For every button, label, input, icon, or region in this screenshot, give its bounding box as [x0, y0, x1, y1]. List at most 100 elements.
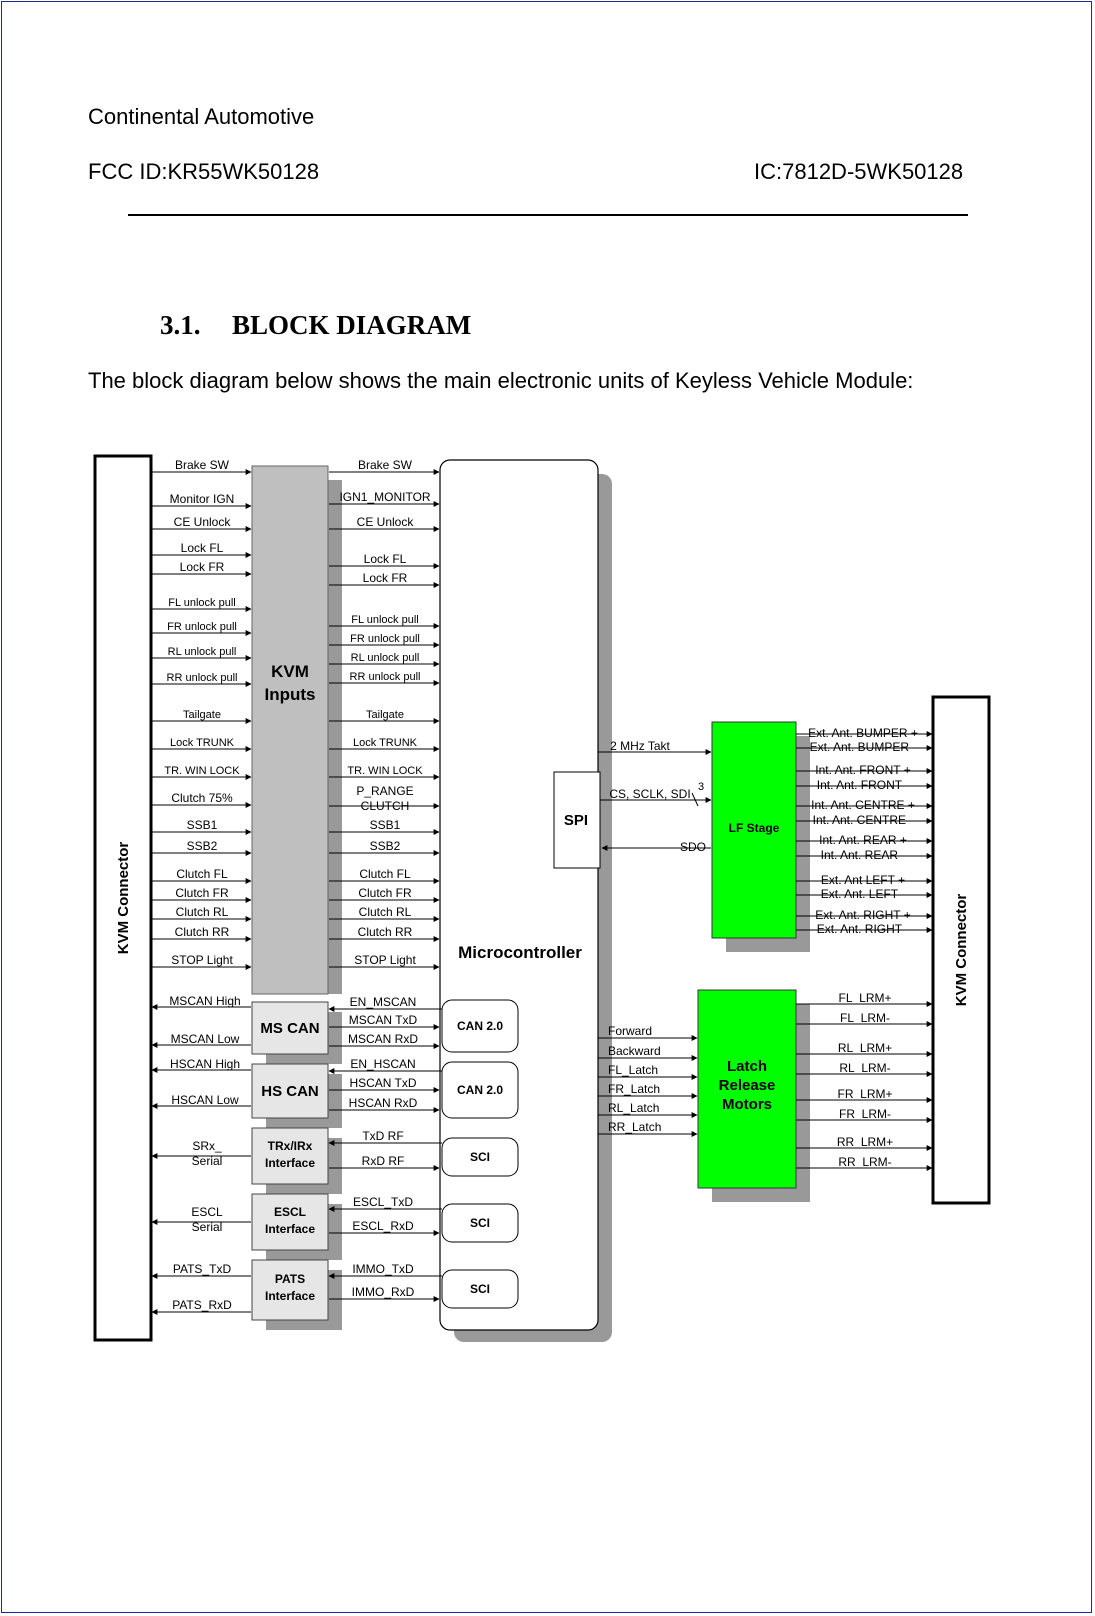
fcc-id: FCC ID:KR55WK50128	[88, 159, 320, 184]
spi-label: SPI	[564, 812, 588, 829]
left-input-label: FL unlock pull	[168, 597, 235, 609]
antenna-label: Ext. Ant. RIGHT -	[817, 922, 909, 936]
left-input-label: Lock FR	[180, 560, 225, 574]
mid-input-label: RL unlock pull	[351, 652, 420, 664]
mid-input-label: Clutch FR	[358, 886, 412, 900]
kvm-connector-right	[931, 695, 991, 1205]
left-input-label: Clutch RL	[176, 905, 229, 919]
kvm-inputs-label-2: Inputs	[265, 685, 316, 704]
mid-input-label: Lock TRUNK	[353, 737, 418, 749]
escl-label-2: Interface	[265, 1222, 315, 1236]
mid-bus-label: EN_HSCAN	[350, 1057, 415, 1071]
mid-input-label: Tailgate	[366, 709, 404, 721]
mid-bus-label: IMMO_TxD	[352, 1262, 414, 1276]
lf-label: CS, SCLK, SDI	[609, 787, 690, 801]
mid-input-label: TR. WIN LOCK	[347, 765, 423, 777]
antenna-label: Int. Ant. REAR +	[819, 833, 907, 847]
latch-label: FR_Latch	[608, 1082, 660, 1096]
ms-can-label: MS CAN	[260, 1020, 319, 1037]
left-input-label: RR unlock pull	[167, 672, 238, 684]
lf-label: 3	[698, 781, 704, 793]
mid-bus-label: MSCAN RxD	[348, 1032, 418, 1046]
lrm-label: FL_LRM+	[838, 991, 891, 1005]
intro-paragraph: The block diagram below shows the main e…	[88, 368, 914, 393]
header-rule	[128, 214, 968, 216]
pats-label-2: Interface	[265, 1289, 315, 1303]
lrm-label: RL_LRM-	[839, 1061, 890, 1075]
lrm-label: FL_LRM-	[840, 1011, 890, 1025]
left-bus-label: Serial	[192, 1154, 223, 1168]
lrm-label: FR_LRM+	[837, 1087, 892, 1101]
left-bus-label: Serial	[192, 1220, 223, 1234]
mid-input-label: Lock FL	[364, 552, 407, 566]
left-bus-label: PATS_TxD	[173, 1262, 232, 1276]
mid-input-label: Brake SW	[358, 458, 413, 472]
latch-block	[697, 989, 797, 1189]
trx-label-2: Interface	[265, 1156, 315, 1170]
bus-interface-blocks: MS CAN HS CAN TRx/IRx Interface ESCL Int…	[251, 1001, 342, 1330]
left-bus-label: HSCAN Low	[171, 1093, 239, 1107]
left-input-label: Clutch 75%	[171, 791, 233, 805]
mid-bus-label: HSCAN RxD	[349, 1096, 418, 1110]
mid-input-label: SSB1	[370, 818, 401, 832]
mid-input-label: RR unlock pull	[350, 671, 421, 683]
lf-stage-label: LF Stage	[729, 821, 780, 835]
left-bus-label: PATS_RxD	[172, 1298, 232, 1312]
mid-input-label: Lock FR	[363, 571, 408, 585]
escl-label-1: ESCL	[274, 1205, 306, 1219]
lrm-label: RR_LRM-	[838, 1155, 891, 1169]
antenna-label: Ext. Ant. RIGHT +	[815, 908, 910, 922]
mid-bus-label: TxD RF	[362, 1129, 403, 1143]
latch-label: RL_Latch	[608, 1101, 659, 1115]
antenna-label: Ext. Ant. BUMPER -	[810, 740, 917, 754]
spi-block	[553, 771, 601, 869]
latch-label-2: Release	[719, 1077, 776, 1094]
latch-label: RR_Latch	[608, 1120, 661, 1134]
mid-input-label: SSB2	[370, 839, 401, 853]
hs-can-label: HS CAN	[261, 1083, 319, 1100]
mid-bus-label: RxD RF	[362, 1154, 405, 1168]
mid-input-label: CE Unlock	[357, 515, 415, 529]
sci3-label: SCI	[470, 1282, 490, 1296]
sci1-label: SCI	[470, 1150, 490, 1164]
microcontroller-label: Microcontroller	[458, 943, 582, 962]
mid-input-label: Clutch RL	[359, 905, 412, 919]
kvm-connector-left	[93, 454, 153, 1342]
can1-label: CAN 2.0	[457, 1019, 503, 1033]
mid-input-label: STOP Light	[354, 953, 416, 967]
section-number: 3.1.	[160, 310, 201, 340]
latch-label: Forward	[608, 1024, 652, 1038]
mid-input-label: IGN1_MONITOR	[339, 490, 430, 504]
mid-input-label: Clutch RR	[358, 925, 413, 939]
left-input-label: Tailgate	[183, 709, 221, 721]
section-heading: 3.1.BLOCK DIAGRAM	[160, 310, 471, 341]
antenna-label: Ext. Ant. LEFT -	[821, 887, 905, 901]
mid-bus-label: HSCAN TxD	[349, 1076, 416, 1090]
can2-label: CAN 2.0	[457, 1083, 503, 1097]
latch-label: Backward	[608, 1044, 661, 1058]
mid-bus-label: MSCAN TxD	[349, 1013, 418, 1027]
mid-bus-label: EN_MSCAN	[350, 995, 417, 1009]
ic-id: IC:7812D-5WK50128	[754, 159, 964, 184]
left-input-label: CE Unlock	[174, 515, 232, 529]
lrm-label: FR_LRM-	[839, 1107, 891, 1121]
kvm-inputs-block	[251, 465, 329, 995]
left-bus-label: MSCAN High	[169, 994, 240, 1008]
mid-input-label: FR unlock pull	[350, 633, 420, 645]
mid-bus-label: ESCL_RxD	[352, 1219, 414, 1233]
mid-input-label: CLUTCH	[361, 799, 410, 813]
antenna-label: Int. Ant. CENTRE -	[813, 813, 914, 827]
lf-label: 2 MHz Takt	[610, 739, 670, 753]
micro-subblocks: CAN 2.0 CAN 2.0 SCI SCI SCI	[441, 999, 519, 1309]
kvm-inputs-label-1: KVM	[271, 662, 309, 681]
left-bus-label: HSCAN High	[170, 1057, 240, 1071]
left-input-label: Monitor IGN	[170, 492, 235, 506]
antenna-label: Int. Ant. REAR -	[821, 848, 906, 862]
left-input-label: SSB1	[187, 818, 218, 832]
latch-label-1: Latch	[727, 1058, 767, 1075]
left-input-label: Brake SW	[175, 458, 230, 472]
left-input-label: Clutch RR	[175, 925, 230, 939]
microcontroller-block	[439, 459, 599, 1331]
